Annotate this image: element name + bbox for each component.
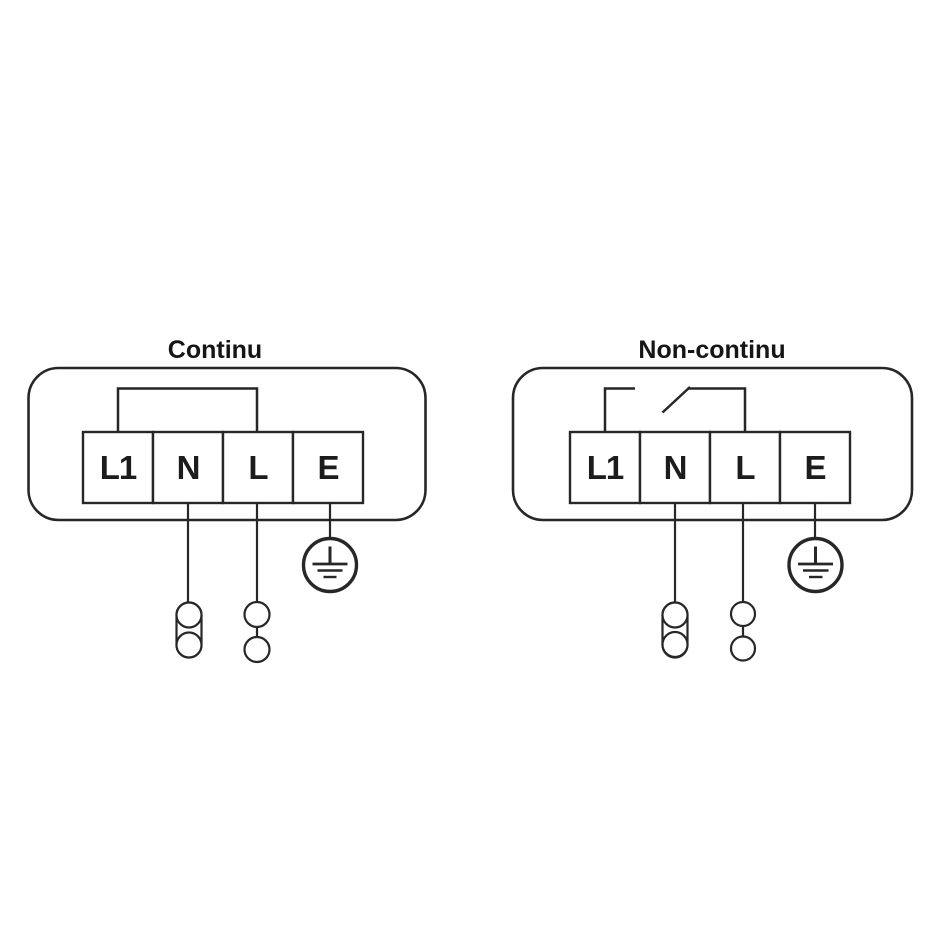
terminal-box-l1 [568,430,642,505]
ring-bottom [729,635,757,662]
ring-top [729,600,757,628]
terminal-label-l: L [735,449,755,486]
protective-earth-icon [301,536,359,594]
bridge-link-wire [116,387,259,432]
ring-top [243,600,271,629]
capsule-connector-icon [661,601,689,659]
switch-wire-l-side [687,387,747,432]
terminal-label-l: L [248,449,268,486]
terminal-label-n: N [177,449,200,486]
terminal-label-l1: L1 [100,449,137,486]
earth-symbol-circle [301,536,359,594]
ring-pair-connector-icon [729,600,757,662]
terminal-label-e: E [317,449,338,486]
protective-earth-icon [787,536,844,594]
capsule-connector-icon [175,601,203,659]
open-switch-icon [603,386,747,432]
device-outline [27,366,427,522]
terminal-box-l [708,430,782,505]
diagram-continuous: Continu L1 N L E [27,336,427,664]
terminal-label-n: N [664,449,687,486]
earth-symbol-circle [787,536,844,594]
device-outline [511,366,914,522]
switch-blade [661,386,691,414]
capsule-ring-bottom [175,631,203,659]
terminal-label-l1: L1 [587,449,624,486]
ring-bottom [243,635,271,664]
capsule-ring-bottom [661,630,689,659]
terminal-box-e [291,430,365,505]
capsule-ring-top [661,601,689,629]
diagram-non-continuous: Non-continu L1 N L E [511,336,914,662]
diagram-title: Non-continu [638,336,785,364]
terminal-label-e: E [804,449,825,486]
terminal-box-l1 [81,430,155,505]
ring-pair-connector-icon [243,600,271,664]
capsule-ring-top [175,601,203,629]
switch-wire-l1-side [603,387,635,432]
diagram-title: Continu [168,336,262,364]
